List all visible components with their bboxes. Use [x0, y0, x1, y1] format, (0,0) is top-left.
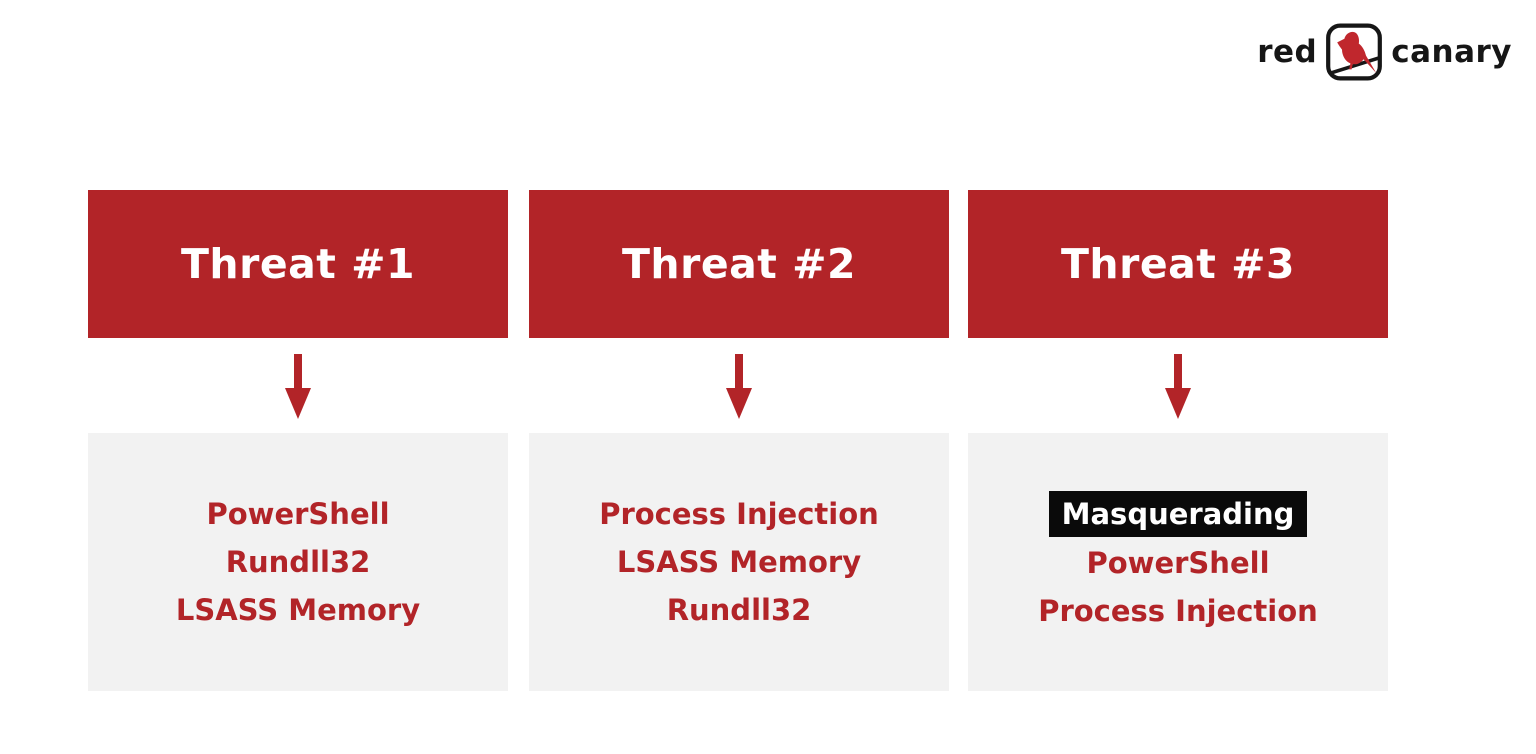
canary-bird-icon [1322, 22, 1386, 82]
threat-2-header: Threat #2 [529, 190, 949, 338]
technique-label: Rundll32 [666, 593, 812, 627]
technique-label: Process Injection [599, 497, 879, 531]
threat-1-title: Threat #1 [180, 240, 416, 288]
technique-label: LSASS Memory [175, 593, 421, 627]
logo-text-red: red [1257, 34, 1318, 70]
technique-label: Rundll32 [225, 545, 371, 579]
technique-label-highlighted: Masquerading [1048, 491, 1308, 537]
threat-1-techniques-panel: PowerShell Rundll32 LSASS Memory [88, 433, 508, 691]
down-arrow-icon [88, 338, 508, 433]
technique-label: LSASS Memory [616, 545, 862, 579]
threat-3-title: Threat #3 [1060, 240, 1296, 288]
threat-column-1: Threat #1 PowerShell Rundll32 LSASS Memo… [88, 190, 508, 691]
red-canary-logo: red canary [1257, 22, 1512, 82]
technique-label: PowerShell [206, 497, 390, 531]
down-arrow-icon [529, 338, 949, 433]
technique-label: Process Injection [1038, 594, 1318, 628]
threat-column-2: Threat #2 Process Injection LSASS Memory… [529, 190, 949, 691]
technique-label: PowerShell [1086, 546, 1270, 580]
threat-3-header: Threat #3 [968, 190, 1388, 338]
down-arrow-icon [968, 338, 1388, 433]
threat-2-techniques-panel: Process Injection LSASS Memory Rundll32 [529, 433, 949, 691]
threat-2-title: Threat #2 [621, 240, 857, 288]
threat-3-techniques-panel: Masquerading PowerShell Process Injectio… [968, 433, 1388, 691]
logo-text-canary: canary [1391, 34, 1512, 70]
threat-column-3: Threat #3 Masquerading PowerShell Proces… [968, 190, 1388, 691]
threat-1-header: Threat #1 [88, 190, 508, 338]
